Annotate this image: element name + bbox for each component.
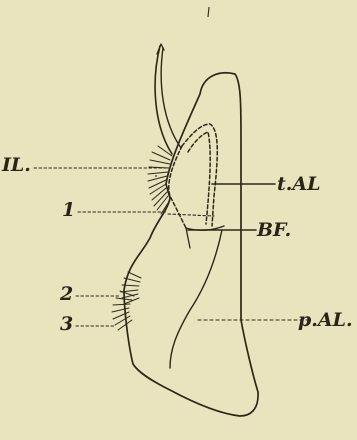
- appendage-outline: [124, 73, 258, 416]
- paper-speck: [155, 175, 157, 177]
- label-1: 1: [62, 199, 75, 221]
- label-2: 2: [59, 283, 73, 305]
- curved-spine-inner: [161, 48, 181, 148]
- label-3: 3: [60, 313, 73, 335]
- tal-dashed-lobe: [182, 124, 217, 226]
- label-il: IL.: [1, 154, 31, 176]
- label-pal: p.AL.: [298, 309, 353, 331]
- lobe-base-side: [186, 228, 190, 248]
- tal-dashed-lobe-inner: [188, 132, 210, 224]
- setae-brush-3: [112, 291, 134, 330]
- label-bf: BF.: [256, 219, 291, 241]
- il-dashed-edge: [169, 146, 186, 228]
- paper-speck: [208, 7, 209, 17]
- pal-ridge: [170, 230, 222, 368]
- label-tal: t.AL: [277, 173, 321, 195]
